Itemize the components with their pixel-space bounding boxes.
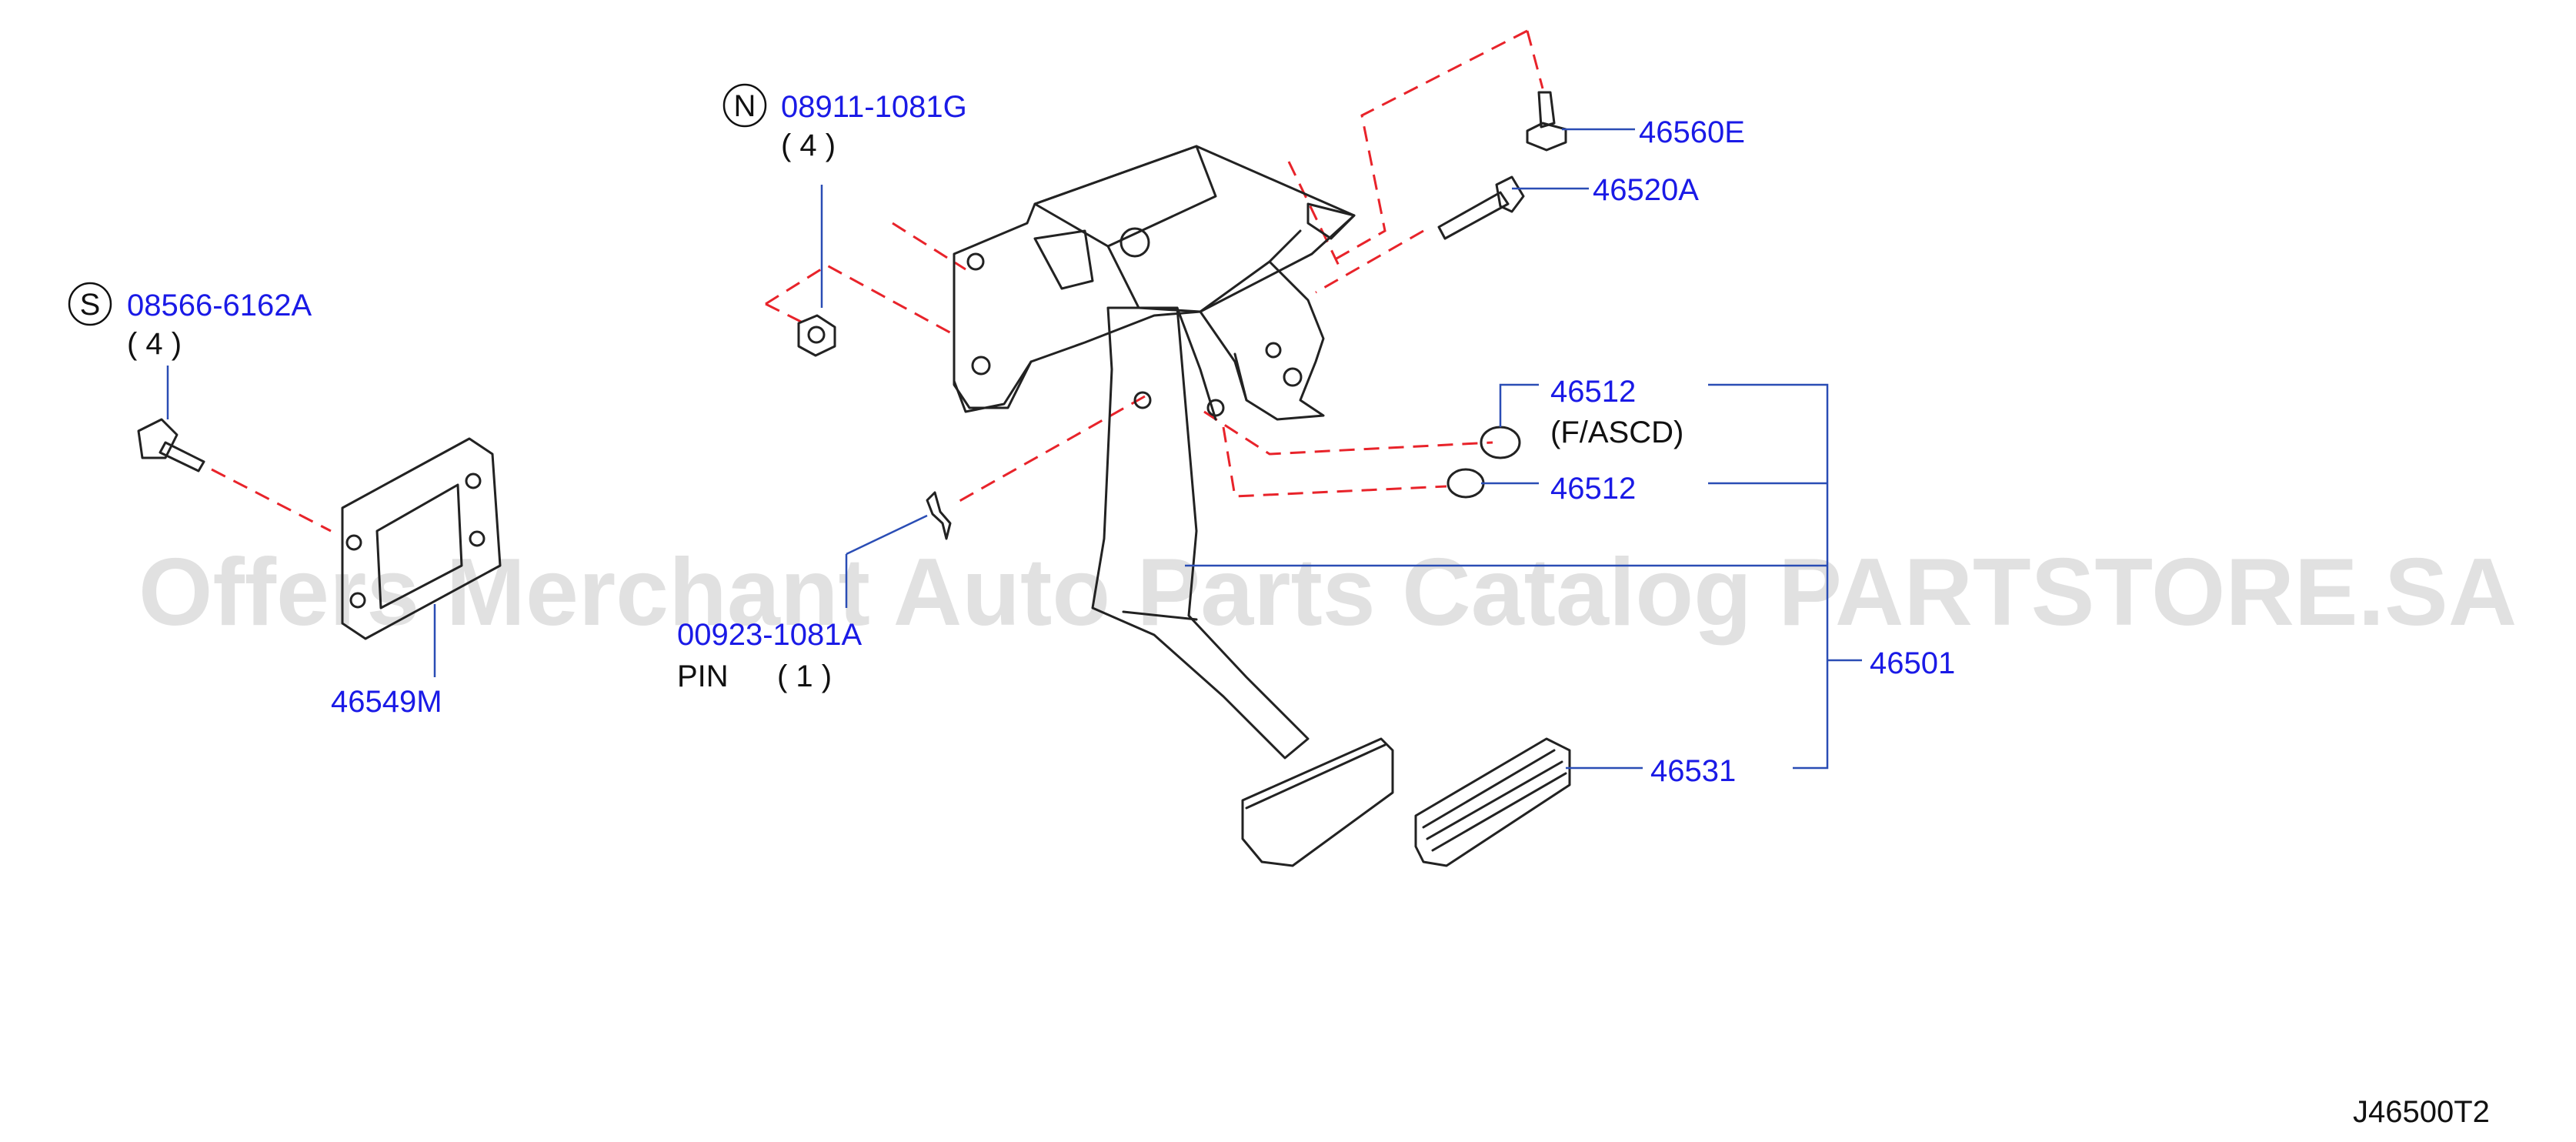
mounting-plate (341, 437, 502, 640)
part-number-46512-ascd[interactable]: 46512 (1550, 375, 1636, 409)
bolt-08566 (137, 418, 205, 472)
callout-symbol-n: N (734, 89, 756, 123)
nut-08911 (797, 314, 836, 357)
callout-bolt: S 08566-6162A ( 4 ) (68, 282, 312, 361)
accelerator-pad (1414, 737, 1571, 867)
callout-nut: N 08911-1081G ( 4 ) (722, 83, 967, 162)
leader-lines (166, 128, 1862, 770)
diagram-code: J46500T2 (2353, 1095, 2490, 1129)
symbol-circle-s (68, 282, 112, 326)
part-number-00923-1081a[interactable]: 00923-1081A (677, 618, 863, 652)
part-number-46501[interactable]: 46501 (1870, 646, 1955, 680)
phantom-lines (211, 29, 1544, 533)
stud-46560e (1526, 91, 1567, 152)
part-number-46531[interactable]: 46531 (1650, 754, 1736, 788)
part-number-46549m[interactable]: 46549M (331, 685, 442, 719)
brake-pedal-pad (1241, 737, 1394, 867)
pin-name: PIN (677, 659, 729, 693)
stopper-46512-lower (1446, 468, 1485, 499)
brake-pedal-arm (1091, 306, 1310, 760)
part-number-46520a[interactable]: 46520A (1593, 173, 1699, 207)
part-number-08566-6162a[interactable]: 08566-6162A (127, 289, 312, 322)
quantity-08566: ( 4 ) (127, 327, 182, 361)
part-number-46560e[interactable]: 46560E (1639, 115, 1745, 149)
watermark: Offers Merchant Auto Parts Catalog PARTS… (138, 539, 2517, 646)
symbol-circle-n (722, 83, 767, 128)
callout-symbol-s: S (80, 288, 101, 322)
part-number-08911-1081g[interactable]: 08911-1081G (781, 90, 967, 124)
part-number-46512[interactable]: 46512 (1550, 472, 1636, 506)
clip-pin (926, 491, 952, 540)
quantity-08911: ( 4 ) (781, 129, 836, 162)
quantity-pin: ( 1 ) (777, 659, 832, 693)
callout-clip-pin: 00923-1081A PIN ( 1 ) (677, 618, 863, 693)
pedal-bracket (953, 145, 1356, 421)
pin-46520a (1437, 175, 1525, 240)
note-f-ascd: (F/ASCD) (1550, 416, 1683, 449)
